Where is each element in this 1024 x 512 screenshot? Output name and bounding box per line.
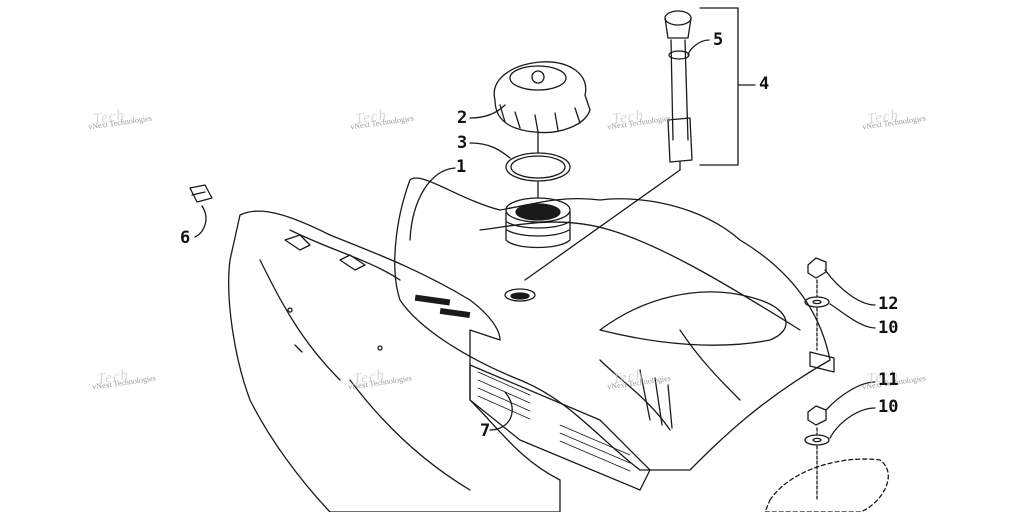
callout-10-upper: 10 (878, 318, 899, 338)
callout-2: 2 (457, 108, 468, 128)
filler-neck-threads (505, 211, 571, 249)
tank-mount-flange (228, 210, 561, 512)
o-ring (505, 152, 571, 182)
fuel-tank-contour (599, 291, 787, 346)
nut-12 (807, 257, 827, 279)
fuel-tank-body (394, 177, 831, 471)
sender-opening (504, 288, 536, 302)
callout-4: 4 (759, 74, 770, 94)
callout-11: 11 (878, 370, 899, 390)
tank-decal (469, 364, 651, 491)
washer-10-lower (804, 434, 830, 446)
callout-1: 1 (456, 157, 467, 177)
sender-knob (664, 10, 692, 26)
callout-12: 12 (878, 294, 899, 314)
callout-3: 3 (457, 133, 468, 153)
callout-6: 6 (180, 228, 191, 248)
fuel-cap (493, 61, 591, 134)
tank-mount-tab (809, 351, 835, 373)
lower-plate (764, 458, 889, 512)
washer-10-upper (804, 296, 830, 308)
callout-5: 5 (713, 30, 724, 50)
nut-11 (807, 405, 827, 426)
callout-10-lower: 10 (878, 397, 899, 417)
fuel-tank-top-ridge (479, 221, 801, 331)
sender-float (667, 117, 693, 163)
callout-7: 7 (480, 421, 491, 441)
clip (189, 184, 213, 203)
